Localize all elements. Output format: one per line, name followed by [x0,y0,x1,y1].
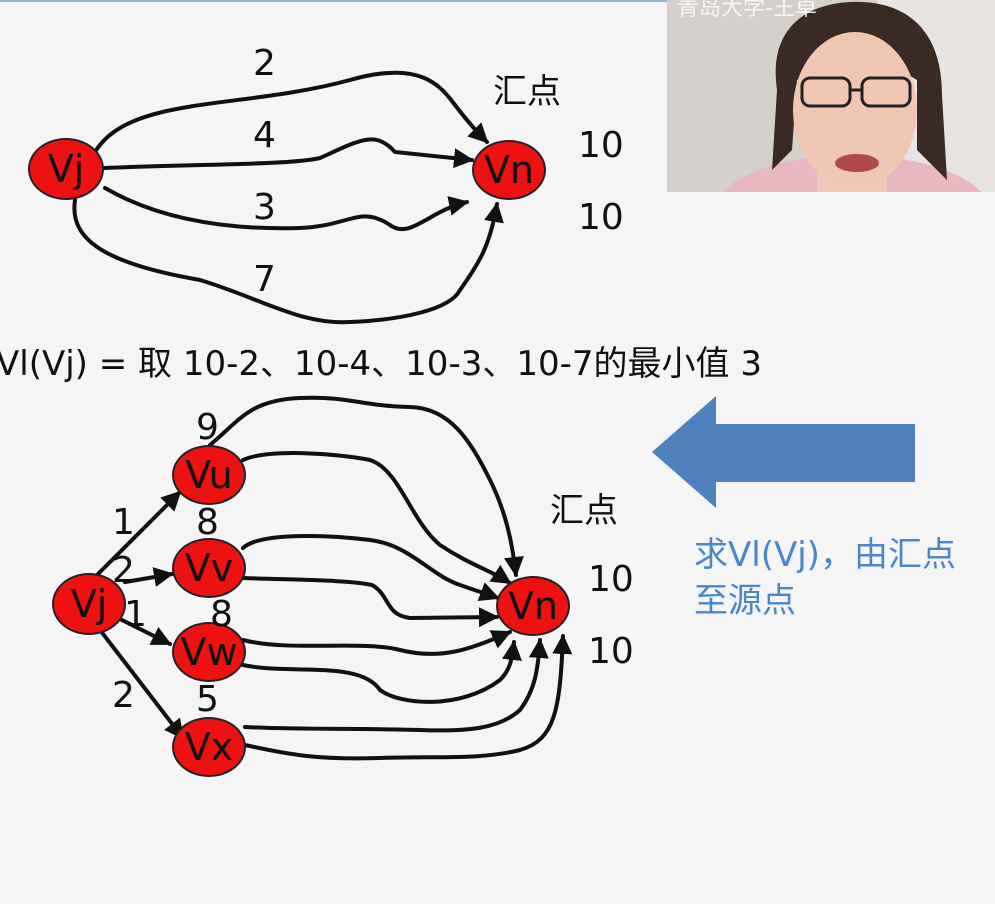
node-value-x: 5 [196,679,219,720]
node-vx: Vx [172,717,246,777]
node-value-v: 8 [196,502,219,543]
webcam-watermark: 青岛大学-王卓 [677,0,817,21]
out-weight-4: 2 [112,675,135,716]
edge-vu-vn-b [241,451,512,585]
edge-vv-vn-b [241,576,499,628]
edge-vj-vx [98,628,185,740]
formula-text: Vl(Vj) = 取 10-2、10-4、10-3、10-7的最小值 3 [0,344,762,384]
value-bottom-2: 10 [588,631,634,672]
edge-top-4 [103,137,474,170]
edge-vj-vu [90,490,182,582]
edge-vu-vn-a [208,395,524,577]
sink-label-top: 汇点 [493,72,561,112]
edge-top-2 [93,70,489,154]
node-vw: Vw [172,622,246,682]
edge-vj-vv [123,567,174,587]
value-top-2: 10 [578,197,624,238]
edge-vw-vn-b [241,640,522,704]
value-bottom-1: 10 [588,559,634,600]
weight-top-4: 7 [253,259,276,300]
node-vn-bottom: Vn [496,576,570,636]
out-weight-1: 1 [112,502,135,543]
edge-vv-vn-a [241,534,500,602]
annotation-text: 求Vl(Vj)，由汇点至源点 [694,535,956,621]
node-vv: Vv [172,538,246,598]
node-vj-bottom: Vj [52,573,126,635]
node-vn-top: Vn [472,140,546,200]
edge-vx-vn-b [243,634,573,761]
top-border [0,0,995,2]
value-top-1: 10 [578,125,624,166]
weight-top-2: 4 [253,115,276,156]
out-weight-2: 2 [112,550,135,591]
node-vu: Vu [172,445,246,505]
edge-vw-vn-a [241,630,512,656]
direction-arrow [652,396,915,508]
webcam-overlay: 青岛大学-王卓 [667,0,995,192]
node-value-w: 8 [210,594,233,635]
node-vj-top: Vj [28,138,104,200]
weight-top-3: 3 [253,187,276,228]
edge-vj-vw [116,616,172,646]
node-value-u: 9 [196,407,219,448]
sink-label-bottom: 汇点 [550,491,618,531]
weight-top-1: 2 [253,43,276,84]
edge-vx-vn-a [243,638,549,733]
edge-top-3 [103,186,469,232]
edge-top-7 [72,198,504,325]
presenter-video [667,0,995,192]
out-weight-3: 1 [124,594,147,635]
